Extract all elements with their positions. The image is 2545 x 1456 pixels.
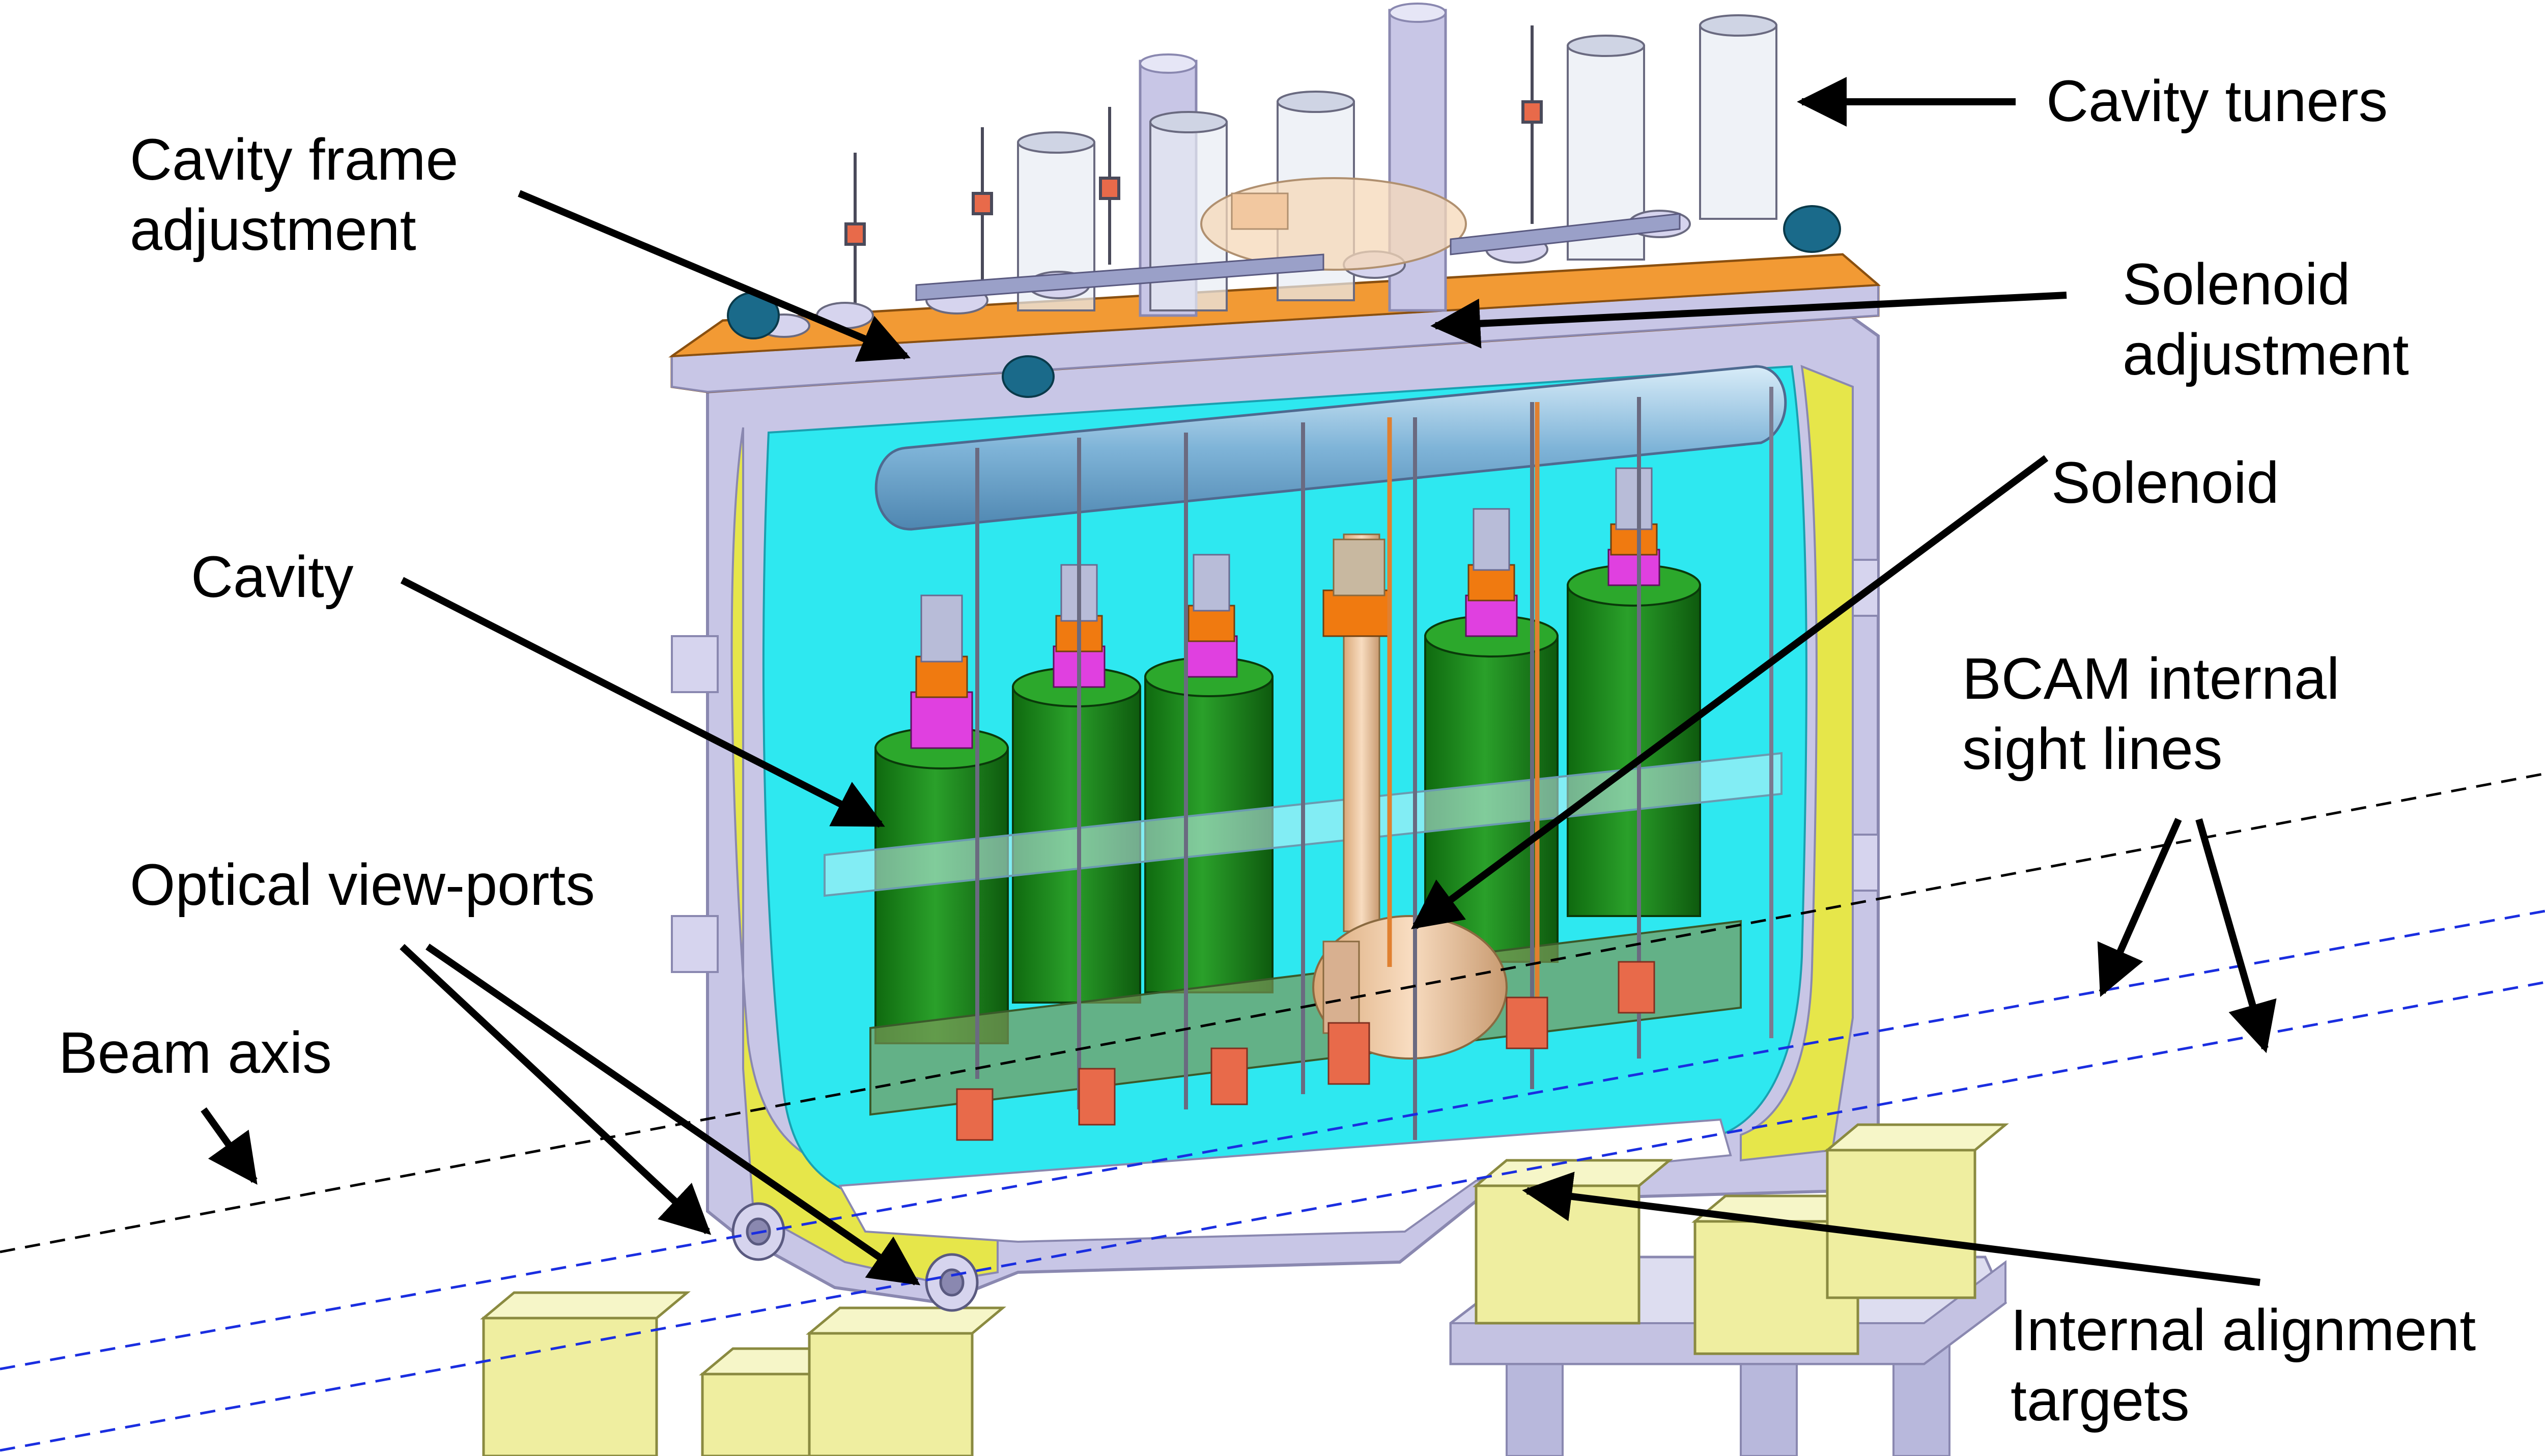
cavity-1: [874, 594, 1009, 1044]
label-solenoid-adjustment: Solenoid adjustment: [2123, 249, 2409, 390]
support-rods: [975, 387, 1773, 1140]
label-cavity-frame-adjustment: Cavity frame adjustment: [130, 125, 458, 265]
label-internal-alignment-targets: Internal alignment targets: [2011, 1295, 2476, 1436]
leader-arrows: [201, 77, 2277, 1286]
arrow-bcam-2: [2195, 818, 2277, 1053]
arrow-cavity-frame-adjustment: [518, 190, 911, 362]
top-components: [727, 3, 1841, 398]
label-line: sight lines: [1962, 717, 2223, 782]
arrow-cavity: [400, 577, 885, 828]
label-line: adjustment: [2123, 322, 2409, 387]
label-line: adjustment: [130, 197, 416, 263]
label-optical-view-ports: Optical view-ports: [130, 850, 595, 920]
label-line: Beam axis: [59, 1020, 332, 1086]
label-line: Internal alignment: [2011, 1298, 2476, 1363]
top-plate: [668, 253, 1881, 393]
label-line: targets: [2011, 1368, 2190, 1433]
orange-rods: [1387, 402, 1540, 997]
arrow-view-port-2: [426, 944, 921, 1286]
label-bcam-sight-lines: BCAM internal sight lines: [1962, 644, 2339, 784]
arrow-bcam-1: [2097, 818, 2182, 997]
label-cavity-tuners: Cavity tuners: [2046, 66, 2388, 136]
label-line: BCAM internal: [1962, 646, 2340, 711]
label-line: Solenoid: [2123, 252, 2351, 317]
label-line: Solenoid: [2051, 450, 2279, 516]
arrow-solenoid-adjustment: [1430, 292, 2067, 349]
arrow-solenoid: [1411, 455, 2049, 929]
header-pipe: [874, 365, 1787, 531]
label-line: Cavity tuners: [2046, 69, 2388, 134]
label-solenoid: Solenoid: [2051, 448, 2279, 518]
arrow-view-port-1: [400, 944, 712, 1235]
arrow-beam-axis: [201, 1107, 258, 1185]
label-cavity: Cavity: [191, 542, 354, 612]
cavity-5: [1567, 467, 1701, 917]
label-line: Cavity frame: [130, 127, 459, 192]
label-beam-axis: Beam axis: [59, 1018, 332, 1088]
coupler-brackets: [956, 961, 1655, 1141]
label-line: Optical view-ports: [130, 852, 595, 918]
label-line: Cavity: [191, 545, 354, 610]
arrow-internal-targets: [1522, 1172, 2260, 1286]
